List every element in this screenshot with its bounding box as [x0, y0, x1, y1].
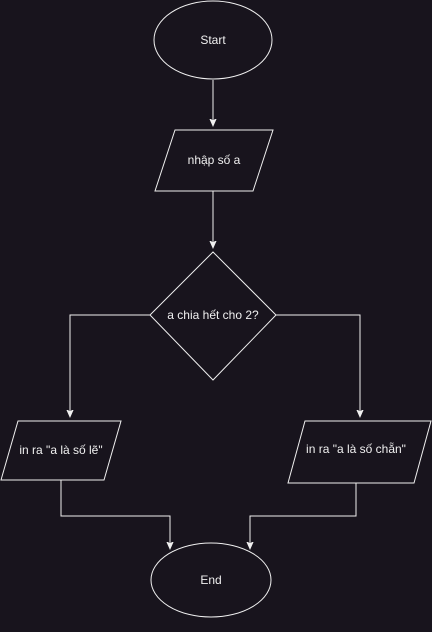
decision-label: a chia hết cho 2?	[167, 308, 259, 322]
edges	[60, 80, 360, 549]
decision-diamond	[149, 251, 277, 381]
print-odd-parallelogram	[0, 420, 122, 481]
start-terminal[interactable]: Start	[153, 0, 273, 80]
input-node[interactable]: nhập số a	[154, 129, 274, 192]
print-even-label: in ra "a là số chẵn"	[306, 441, 406, 456]
edge-decision-to-even	[275, 314, 360, 417]
edge-odd-to-end	[60, 480, 170, 549]
edge-even-to-end	[250, 483, 357, 549]
start-label: Start	[200, 33, 226, 47]
end-label: End	[200, 573, 221, 587]
input-label: nhập số a	[188, 153, 241, 167]
input-parallelogram	[154, 129, 274, 192]
start-ellipse	[153, 0, 273, 80]
print-even-node[interactable]: in ra "a là số chẵn"	[287, 420, 432, 484]
print-odd-label: in ra "a là số lẽ"	[19, 443, 102, 457]
print-even-parallelogram	[287, 420, 432, 484]
print-odd-node[interactable]: in ra "a là số lẽ"	[0, 420, 122, 481]
edge-decision-to-odd	[70, 314, 150, 417]
end-ellipse	[150, 542, 272, 618]
end-terminal[interactable]: End	[150, 542, 272, 618]
decision-node[interactable]: a chia hết cho 2?	[149, 251, 277, 381]
